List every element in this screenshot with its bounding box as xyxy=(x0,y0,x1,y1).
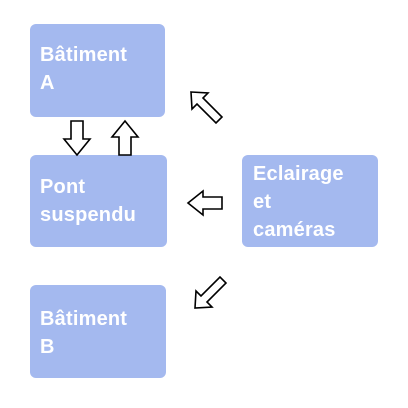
down-left-arrow-icon xyxy=(194,275,228,309)
node-eclairage-cameras: Eclairage et caméras xyxy=(242,155,378,247)
down-arrow-icon xyxy=(62,120,92,157)
up-left-arrow-icon xyxy=(190,91,224,125)
up-arrow-icon xyxy=(110,119,140,156)
left-arrow-icon xyxy=(186,189,223,217)
node-batiment-b: Bâtiment B xyxy=(30,285,166,378)
node-pont-suspendu: Pont suspendu xyxy=(30,155,167,247)
node-batiment-a: Bâtiment A xyxy=(30,24,165,117)
